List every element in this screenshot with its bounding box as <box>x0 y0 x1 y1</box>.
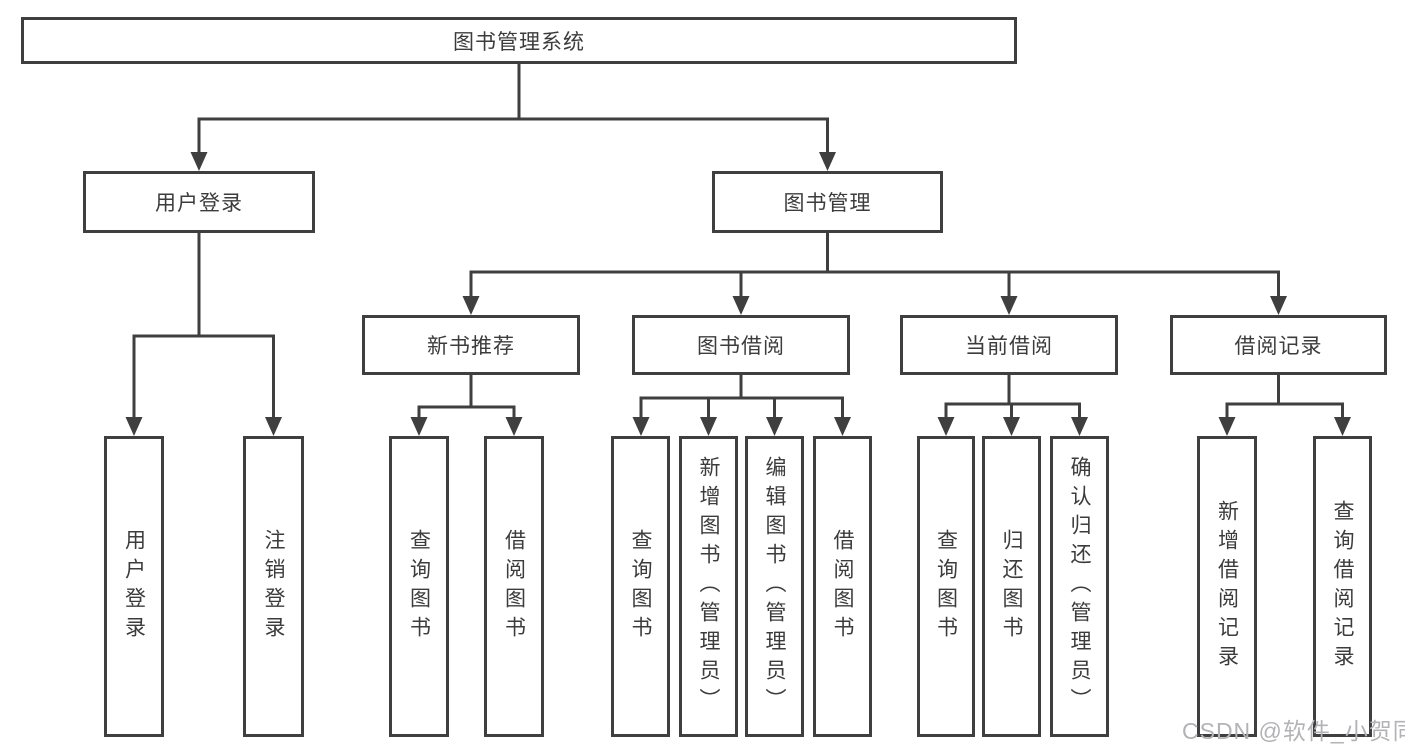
node-new-book-recommend: 新书推荐 <box>362 315 580 375</box>
leaf-user-login: 用户登录 <box>104 436 164 737</box>
node-book-borrow: 图书借阅 <box>632 315 850 375</box>
node-user-login: 用户登录 <box>83 171 315 233</box>
node-borrow-records: 借阅记录 <box>1170 315 1387 375</box>
leaf-add-book-admin: 新增图书（管理员） <box>679 436 738 737</box>
leaf-edit-book-admin: 编辑图书（管理员） <box>745 436 804 737</box>
leaf-query-books-current: 查询图书 <box>917 436 975 737</box>
node-library-system: 图书管理系统 <box>21 17 1017 64</box>
node-current-borrow: 当前借阅 <box>900 315 1118 375</box>
leaf-return-books: 归还图书 <box>982 436 1041 737</box>
leaf-query-borrow-record: 查询借阅记录 <box>1313 436 1372 737</box>
leaf-logout: 注销登录 <box>243 436 304 737</box>
leaf-add-borrow-record: 新增借阅记录 <box>1197 436 1257 737</box>
node-book-management: 图书管理 <box>712 171 943 233</box>
leaf-query-books-recommend: 查询图书 <box>389 436 449 737</box>
leaf-query-books-borrow: 查询图书 <box>611 436 670 737</box>
watermark-text: CSDN @软件_小贺同学 <box>1182 718 1405 744</box>
leaf-confirm-return-admin: 确认归还（管理员） <box>1050 436 1109 737</box>
leaf-borrow-books: 借阅图书 <box>813 436 872 737</box>
leaf-borrow-books-recommend: 借阅图书 <box>484 436 544 737</box>
